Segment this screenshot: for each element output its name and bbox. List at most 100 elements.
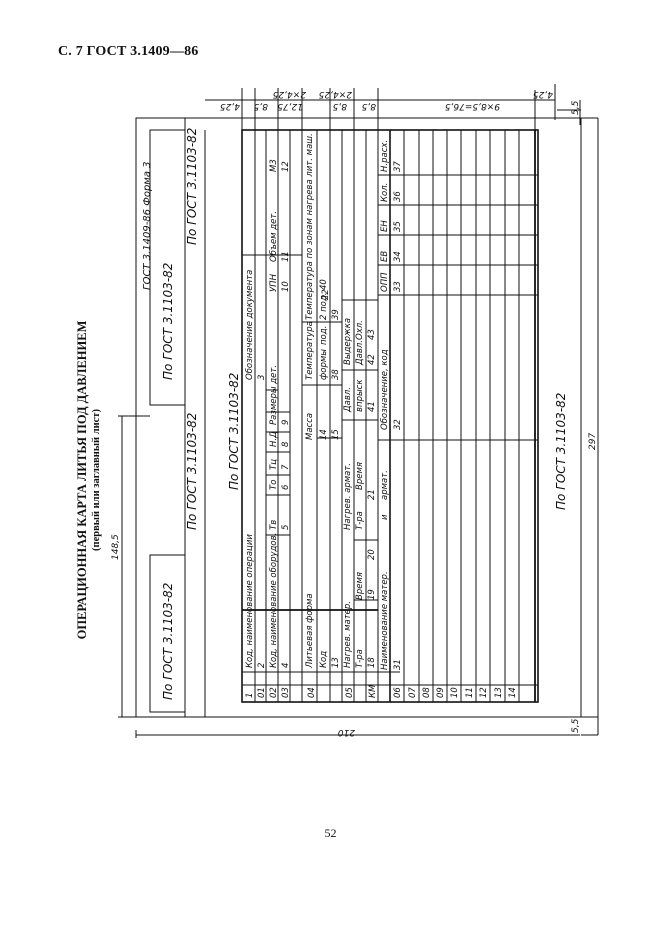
cell-n15: 15 <box>331 429 341 440</box>
cell-n18: 18 <box>367 657 377 668</box>
row-code-14: 14 <box>508 687 518 698</box>
cell-temperatura: Температура <box>305 321 315 380</box>
cell-obem: Объем дет. <box>269 211 279 262</box>
cell-kol: Кол. <box>380 183 390 202</box>
cell-davl: Давл. <box>343 387 353 413</box>
row-code-04: 04 <box>307 687 317 698</box>
dim-8-5-a: 8,5 <box>253 101 268 111</box>
cell-vremya: Время <box>355 572 365 600</box>
dim-12-75: 12,75 <box>277 101 303 111</box>
cell-n37: 37 <box>393 161 403 172</box>
cell-n38: 38 <box>331 369 341 380</box>
cell-nagrev-arm: Нагрев. армат. <box>343 463 353 530</box>
cell-n5: 5 <box>281 525 291 530</box>
cell-pod: под. <box>319 326 329 345</box>
cell-n8: 8 <box>281 441 291 447</box>
cell-nrash: Н.расх. <box>380 140 390 172</box>
dim-8-5-c: 8,5 <box>361 101 376 111</box>
stamp-ref-6: По ГОСТ 3.1103-82 <box>185 128 199 245</box>
page-number: 52 <box>324 826 337 840</box>
cell-obozn-doc: Обозначение документа <box>245 270 255 380</box>
sheet-border <box>135 117 582 718</box>
cell-obozn-kod: Обозначение, код <box>380 349 390 430</box>
cell-n40: 40 <box>319 279 329 290</box>
form-id: ГОСТ 3.1409-86 Форма 3 <box>142 161 153 290</box>
cell-n4: 4 <box>281 663 291 668</box>
cell-n14: 14 <box>319 429 329 440</box>
cell-vyderzhka: Выдержка <box>343 318 353 365</box>
cell-kod: Код <box>319 651 329 668</box>
row-code-1: 1 <box>245 693 255 698</box>
cell-armat: армат. <box>380 470 390 500</box>
stamp-ref-3: По ГОСТ 3.1103-82 <box>185 413 199 530</box>
cell-ohl: Охл. <box>355 320 365 340</box>
cell-n7: 7 <box>281 464 291 470</box>
cell-n39: 39 <box>331 309 341 320</box>
cell-opp: ОПП <box>380 272 390 292</box>
row-code-km: КМ <box>368 684 378 698</box>
page-header: С. 7 ГОСТ 3.1409—86 <box>58 44 199 59</box>
dim-5-5-top: 5,5 <box>571 100 581 115</box>
cell-n22: 22 <box>321 289 331 300</box>
row-code-11: 11 <box>465 687 475 698</box>
row-code-06: 06 <box>393 687 403 698</box>
cell-n9: 9 <box>281 420 291 425</box>
cell-n34: 34 <box>393 251 403 262</box>
cell-n12: 12 <box>281 161 291 172</box>
cell-razmery: Размеры дет. <box>269 365 279 425</box>
dim-9x8-5: 9×8,5=76,5 <box>445 101 500 111</box>
cell-kod-obor: Код, наименование оборудов. <box>269 533 279 668</box>
cell-n36: 36 <box>393 191 403 202</box>
stamp-ref-1: По ГОСТ 3.1103-82 <box>161 583 175 700</box>
cell-ev: ЕВ <box>380 251 390 262</box>
cell-n32: 32 <box>393 419 403 430</box>
cell-tv: Тв <box>269 520 279 530</box>
cell-n42: 42 <box>367 354 377 365</box>
cell-lit-forma: Литьевая форма <box>305 593 315 669</box>
cell-nd: Н.Д <box>269 431 279 447</box>
row-code-07: 07 <box>408 687 418 698</box>
cell-n3: 3 <box>257 375 267 380</box>
cell-tra2: Т-ра <box>355 511 365 530</box>
row-code-10: 10 <box>450 687 460 698</box>
row-code-13: 13 <box>494 687 504 698</box>
stamp-ref-5: По ГОСТ 3.1103-82 <box>554 393 568 510</box>
row-code-05: 05 <box>345 687 355 698</box>
cell-pod2: 2 под. <box>319 293 329 320</box>
dim-148: 148,5 <box>111 534 121 560</box>
cell-n6: 6 <box>281 484 291 490</box>
stamp-ref-4: По ГОСТ 3.1103-82 <box>227 373 241 490</box>
row-code-02: 02 <box>269 687 279 698</box>
cell-vpryisk: впрыск <box>355 379 365 412</box>
cell-naim-mat: Наименование матер. <box>380 571 390 670</box>
dim-5-5-bottom: 5,5 <box>571 718 581 733</box>
cell-davl2: Давл. <box>355 340 365 366</box>
cell-n33: 33 <box>393 281 403 292</box>
stamp-ref-2: По ГОСТ 3.1103-82 <box>161 263 175 380</box>
cell-n41: 41 <box>367 401 377 412</box>
cell-n19: 19 <box>367 589 377 600</box>
cell-temp-zonam: Температура по зонам нагрева лит. маш. <box>305 133 315 320</box>
cell-vremya2: Время <box>355 462 365 490</box>
dim-4-25-b: 4,25 <box>533 89 553 99</box>
cell-n2: 2 <box>257 663 267 668</box>
cell-m3: М3 <box>269 159 279 172</box>
dim-297: 297 <box>588 433 598 450</box>
cell-n11: 11 <box>281 251 291 262</box>
dim-2x4-25-b: 2×4,25 <box>318 89 352 99</box>
cell-tc: Тц <box>269 459 279 470</box>
cell-nagrev-mat: Нагрев. матер. <box>343 601 353 668</box>
cell-upn: УПН <box>269 273 279 292</box>
row-code-12: 12 <box>479 687 489 698</box>
cell-to: То <box>269 480 279 490</box>
dim-210: 210 <box>338 727 355 737</box>
cell-n13: 13 <box>331 657 341 668</box>
cell-i: и <box>380 514 390 520</box>
cell-n43: 43 <box>367 329 377 340</box>
dim-4-25-a: 4,25 <box>220 101 240 111</box>
cell-tra: Т-ра <box>355 649 365 668</box>
cell-kod-op: Код, наименование операции <box>245 534 255 668</box>
row-code-01: 01 <box>257 687 267 698</box>
cell-n31: 31 <box>393 659 403 670</box>
